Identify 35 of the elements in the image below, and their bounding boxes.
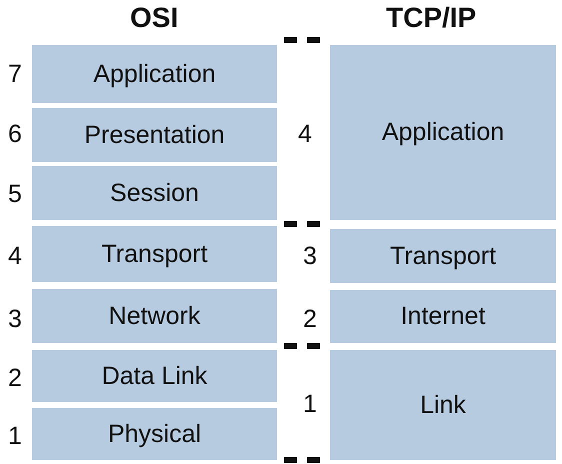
layer-box xyxy=(330,229,556,283)
layer-box xyxy=(32,45,277,103)
layer-number: 6 xyxy=(8,120,22,149)
layer-box xyxy=(32,350,277,402)
layer-name: Transport xyxy=(101,240,208,268)
layer-name: Network xyxy=(108,302,200,330)
layer-box xyxy=(32,289,277,343)
layer-box xyxy=(32,226,277,282)
column-heading: OSI xyxy=(130,2,178,34)
layer-name: Transport xyxy=(390,242,496,270)
layer-number: 4 xyxy=(8,242,22,271)
layer-number: 3 xyxy=(8,305,22,334)
layer-name: Presentation xyxy=(84,120,225,150)
layer-box xyxy=(32,408,277,460)
layer-number: 2 xyxy=(8,364,22,393)
layer-number: 7 xyxy=(8,60,22,89)
layer-number: 5 xyxy=(8,180,22,209)
layer-box xyxy=(330,350,556,460)
layer-name: Data Link xyxy=(102,362,208,390)
layer-name: Internet xyxy=(400,302,486,331)
layer-name: Application xyxy=(382,118,504,147)
layer-name: Application xyxy=(93,60,216,88)
layer-number: 4 xyxy=(298,120,312,149)
layer-number: 1 xyxy=(303,390,317,419)
layer-box xyxy=(32,166,277,220)
layer-number: 1 xyxy=(8,422,22,451)
layer-box xyxy=(330,290,556,343)
layer-name: Physical xyxy=(108,420,202,448)
layer-box xyxy=(330,45,556,220)
layer-number: 3 xyxy=(303,242,317,271)
layer-number: 2 xyxy=(303,305,317,334)
layer-name: Session xyxy=(110,178,199,208)
layer-box xyxy=(32,108,277,162)
column-heading: TCP/IP xyxy=(386,2,476,34)
layer-name: Link xyxy=(420,390,466,420)
